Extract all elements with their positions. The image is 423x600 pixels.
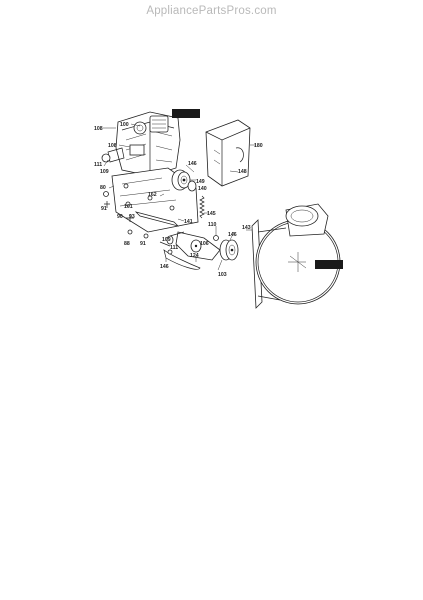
callout-110: 110 [208, 222, 216, 228]
callout-109-b: 109 [162, 237, 171, 243]
callout-109-a: 109 [100, 169, 109, 175]
callout-141: 141 [184, 219, 193, 225]
callout-106: 106 [200, 241, 209, 247]
callout-148: 148 [238, 169, 247, 175]
callout-108-a: 108 [94, 126, 103, 132]
callout-161: 161 [124, 204, 133, 210]
callout-145: 145 [207, 211, 216, 217]
part-code-box-housing [315, 260, 343, 269]
leader-lines [103, 123, 256, 271]
callout-100: 100 [120, 122, 129, 128]
spring-145 [199, 195, 205, 219]
callout-162: 162 [148, 192, 157, 198]
callout-111-a: 111 [94, 162, 102, 168]
callout-180: 180 [254, 143, 263, 149]
auger-housing [251, 203, 341, 309]
callout-140: 140 [198, 186, 207, 192]
callout-149: 149 [196, 179, 205, 185]
idler-bracket [166, 231, 221, 261]
upper-pulley [171, 169, 197, 192]
callout-111-b: 111 [170, 245, 178, 251]
fasteners [103, 191, 173, 255]
belt-cover [205, 119, 251, 187]
callout-90: 90 [117, 214, 123, 220]
engine-assembly [101, 111, 181, 177]
callout-146-c: 146 [160, 264, 169, 270]
callout-124: 124 [190, 253, 199, 259]
callout-91-b: 91 [140, 241, 146, 247]
callout-91-a: 91 [101, 206, 107, 212]
part-code-box [172, 109, 200, 118]
callout-146-a: 146 [188, 161, 197, 167]
callout-labels: 180 108 100 108 146 148 111 109 149 140 … [94, 122, 263, 278]
watermark-text: AppliancePartsPros.com [146, 5, 277, 17]
callout-80: 80 [100, 185, 106, 191]
auger-pulley [213, 235, 239, 261]
callout-146-b: 146 [228, 232, 237, 238]
callout-143: 143 [242, 225, 251, 231]
callout-88: 88 [124, 241, 130, 247]
callout-103: 103 [218, 272, 227, 278]
callout-108-b: 108 [108, 143, 117, 149]
callout-93: 93 [129, 214, 135, 220]
drive-belt [163, 249, 201, 270]
